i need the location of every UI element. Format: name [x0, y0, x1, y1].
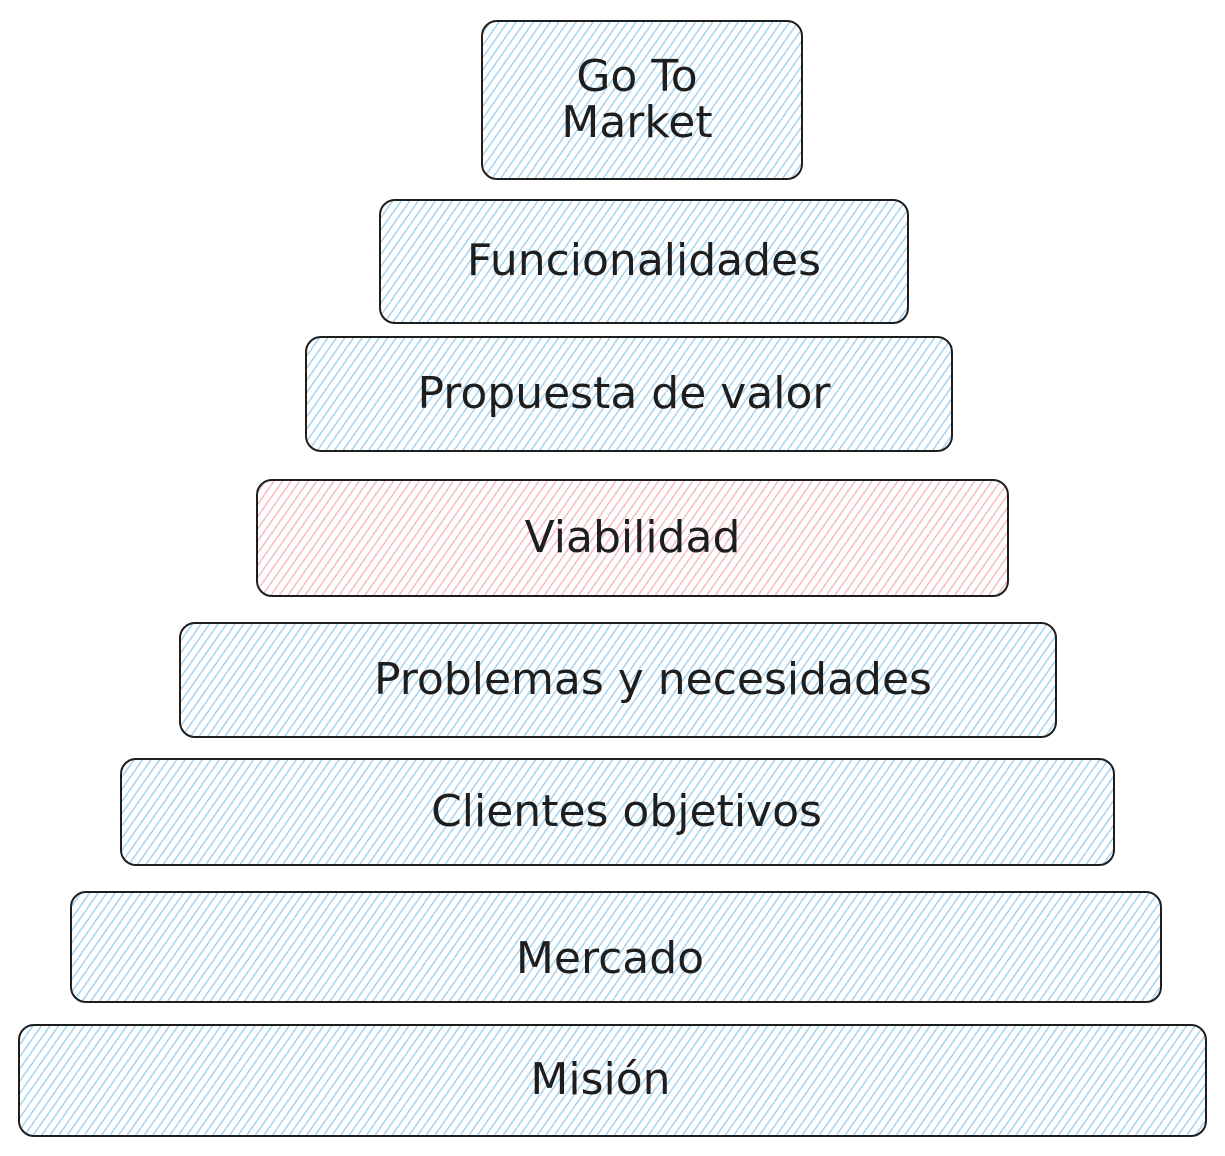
layer-mision: Misión [18, 1024, 1207, 1137]
layer-label: Misión [530, 1054, 671, 1106]
layer-label: Viabilidad [524, 511, 741, 563]
layer-funcionalidades: Funcionalidades [379, 199, 909, 324]
layer-label: Mercado [515, 932, 705, 984]
layer-label: Go To Market [561, 50, 713, 148]
layer-problemas-y-necesidades: Problemas y necesidades [179, 622, 1057, 738]
layer-label: Propuesta de valor [417, 367, 831, 419]
layer-label: Problemas y necesidades [374, 653, 932, 705]
layer-label: Funcionalidades [466, 235, 822, 287]
layer-viabilidad: Viabilidad [256, 479, 1009, 597]
layer-clientes-objetivos: Clientes objetivos [120, 758, 1115, 866]
layer-propuesta-de-valor: Propuesta de valor [305, 336, 953, 452]
layer-label: Clientes objetivos [431, 785, 822, 837]
layer-go-to-market: Go To Market [481, 20, 803, 180]
layer-mercado: Mercado [70, 891, 1162, 1003]
